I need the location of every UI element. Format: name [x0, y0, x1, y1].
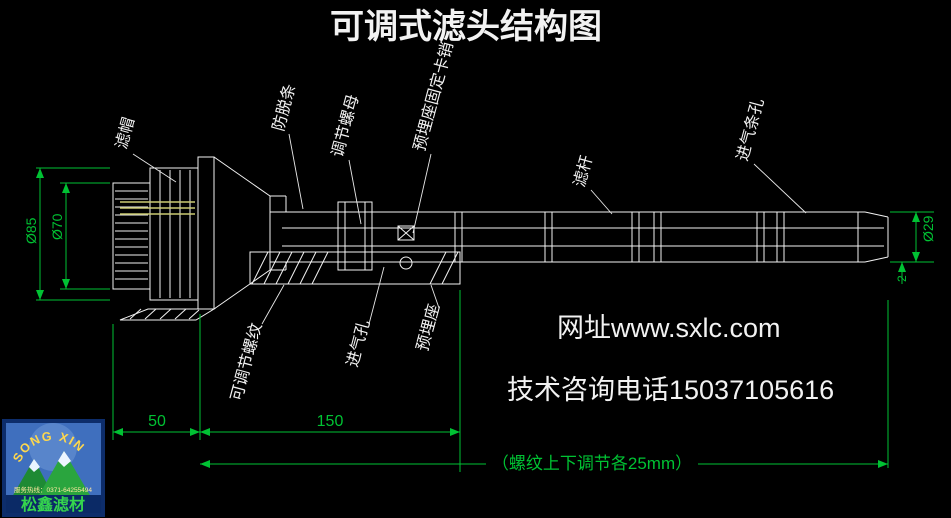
page-title: 可调式滤头结构图	[330, 8, 602, 46]
dim-cap-outer-diameter: Ø85	[23, 217, 39, 244]
label-embedded-seat: 预埋座	[413, 302, 443, 353]
label-air-inlet-slots: 进气条孔	[733, 97, 767, 163]
filter-cap-drawing	[112, 156, 271, 321]
filter-rod-drawing	[270, 211, 889, 263]
cap-highlight-lines	[120, 201, 195, 215]
dim-cap-inner-diameter: Ø70	[49, 213, 65, 240]
label-adjusting-nut: 调节螺母	[328, 93, 362, 159]
logo-mountain-icon	[12, 451, 91, 497]
label-filter-rod: 滤杆	[570, 153, 596, 189]
logo-company-text: 松鑫滤材	[21, 495, 85, 514]
adjuster-and-seat-drawing	[249, 195, 461, 285]
dim-wall-thickness: 2	[895, 275, 909, 282]
company-logo: SONG XIN 服务热线：0371-64255494 松鑫滤材	[2, 419, 105, 517]
website-text: 网址www.sxlc.com	[557, 313, 781, 343]
dimension-lines	[36, 167, 934, 472]
dim-rod-diameter: Ø29	[920, 215, 936, 242]
logo-band	[6, 495, 101, 513]
label-embedded-seat-fixing-pin: 预埋座固定卡销	[410, 40, 456, 153]
dim-seat-length: 150	[317, 413, 344, 430]
logo-hotline-text: 服务热线：0371-64255494	[14, 485, 92, 494]
dim-cap-length: 50	[148, 413, 166, 430]
label-air-inlet-hole: 进气孔	[343, 318, 373, 369]
label-filter-cap: 滤帽	[112, 115, 138, 151]
label-adjustable-thread: 可调节螺纹	[227, 321, 265, 403]
dim-adjustment-note: （螺纹上下调节各25mm）	[492, 454, 692, 473]
label-anti-slip-strip: 防脱条	[269, 82, 299, 133]
leader-lines	[132, 133, 807, 325]
phone-text: 技术咨询电话15037105616	[507, 375, 834, 405]
